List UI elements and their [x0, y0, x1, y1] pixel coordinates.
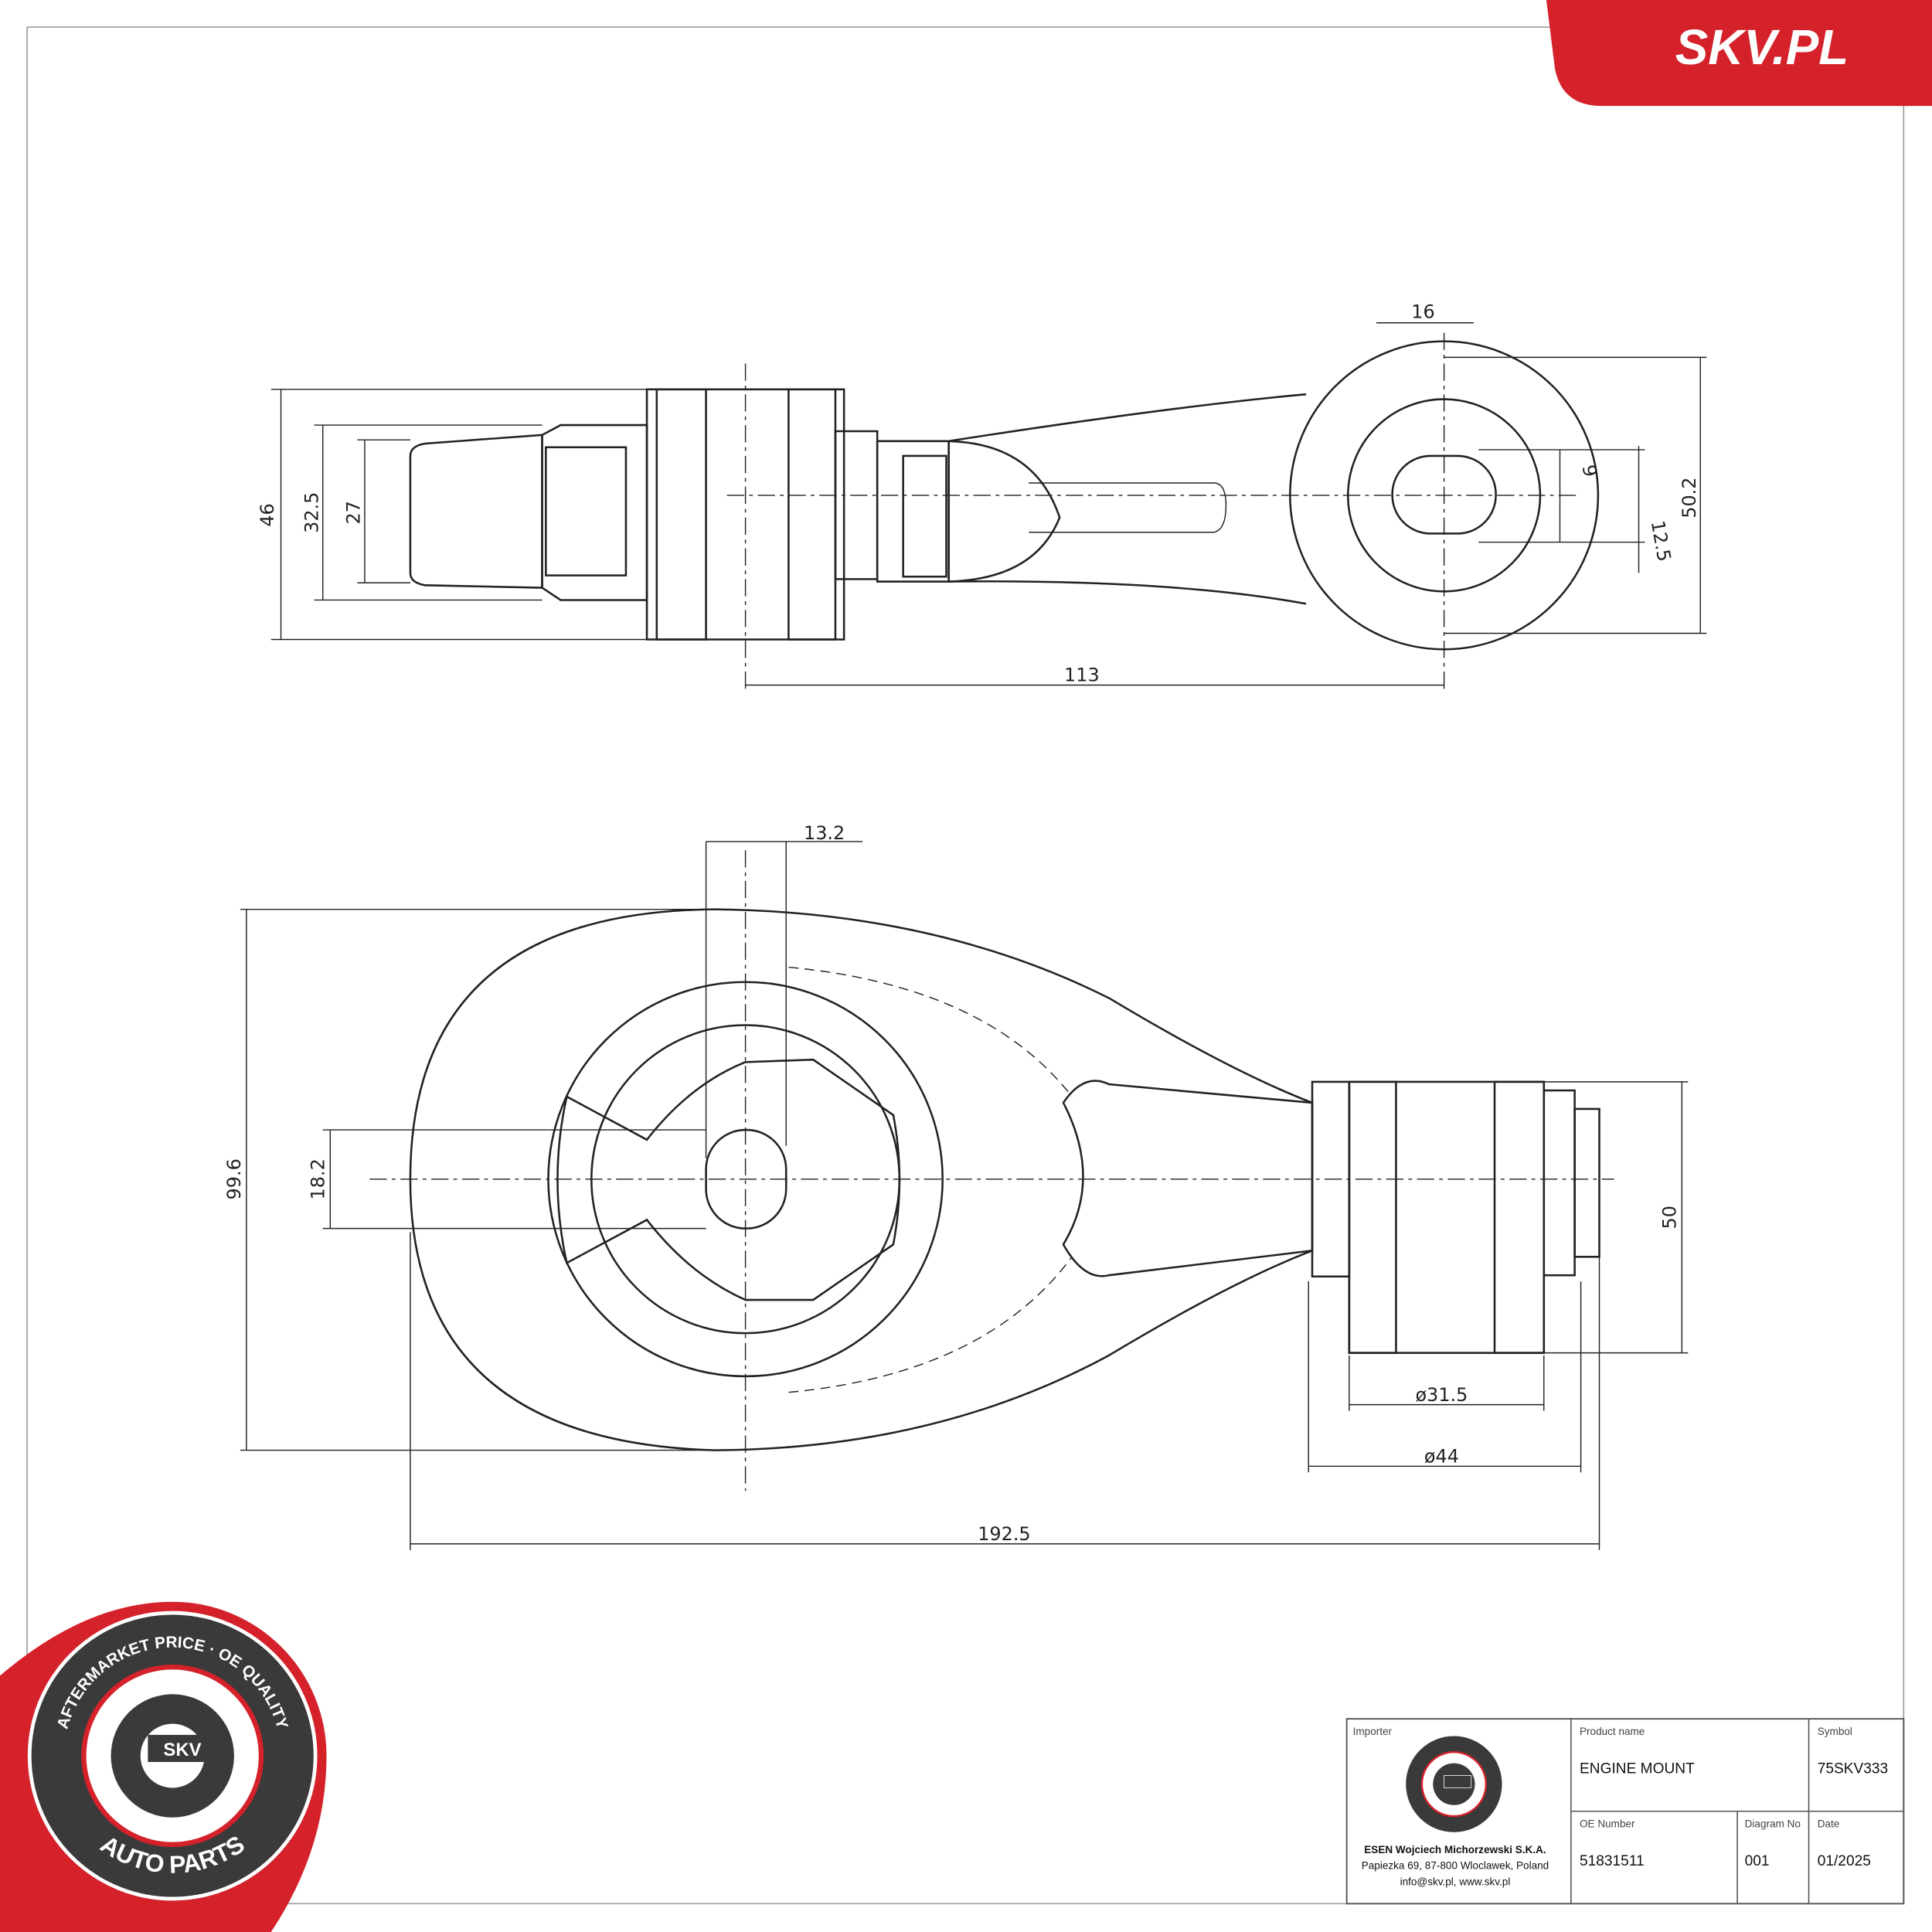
importer-label: Importer [1353, 1726, 1393, 1737]
dim-dia-44: ø44 [1424, 1446, 1459, 1468]
dim-192-5: 192.5 [978, 1523, 1030, 1545]
importer-address: Papiezka 69, 87-800 Wloclawek, Poland [1362, 1860, 1549, 1872]
bottom-view: 13.2 99.6 18.2 50 ø31.5 ø44 192.5 [223, 822, 1689, 1550]
oe-number: 51831511 [1580, 1853, 1645, 1869]
dim-dia-31-5: ø31.5 [1416, 1384, 1468, 1406]
dim-27: 27 [343, 501, 365, 524]
product-name: ENGINE MOUNT [1580, 1760, 1695, 1777]
dim-18-2: 18.2 [307, 1158, 328, 1199]
dim-12-5: 12.5 [1647, 519, 1675, 563]
importer-contact: info@skv.pl, www.skv.pl [1400, 1876, 1511, 1887]
dim-99-6: 99.6 [223, 1158, 245, 1199]
dim-113: 113 [1064, 665, 1100, 686]
dim-9: 9 [1578, 463, 1601, 478]
symbol-label: Symbol [1818, 1726, 1852, 1737]
dim-50-2: 50.2 [1679, 478, 1700, 519]
diagram-no-label: Diagram No [1745, 1818, 1801, 1829]
oe-number-label: OE Number [1580, 1818, 1635, 1829]
dim-13-2: 13.2 [804, 822, 845, 844]
product-name-label: Product name [1580, 1726, 1645, 1737]
dim-46: 46 [257, 503, 278, 526]
badge-center-text: SKV [163, 1740, 201, 1760]
drawing-frame [26, 26, 1905, 1905]
diagram-no: 001 [1745, 1853, 1770, 1869]
date-label: Date [1818, 1818, 1840, 1829]
logo-text: SKV.PL [1675, 19, 1849, 75]
top-view: 46 32.5 27 16 9 12.5 50.2 113 [257, 301, 1707, 690]
importer-name: ESEN Wojciech Michorzewski S.K.A. [1364, 1844, 1546, 1855]
skv-logo: SKV.PL [1546, 0, 1932, 107]
title-block: Importer ESEN Wojciech Michorzewski S.K.… [1345, 1718, 1905, 1905]
symbol: 75SKV333 [1818, 1760, 1888, 1777]
dim-32-5: 32.5 [301, 492, 322, 533]
dim-50: 50 [1658, 1206, 1680, 1229]
importer-logo [1406, 1736, 1502, 1832]
date: 01/2025 [1818, 1853, 1871, 1869]
dim-16: 16 [1411, 301, 1434, 322]
skv-badge: SKV AFTERMARKET PRICE · OE QUALITY AUTO … [0, 1601, 327, 1932]
